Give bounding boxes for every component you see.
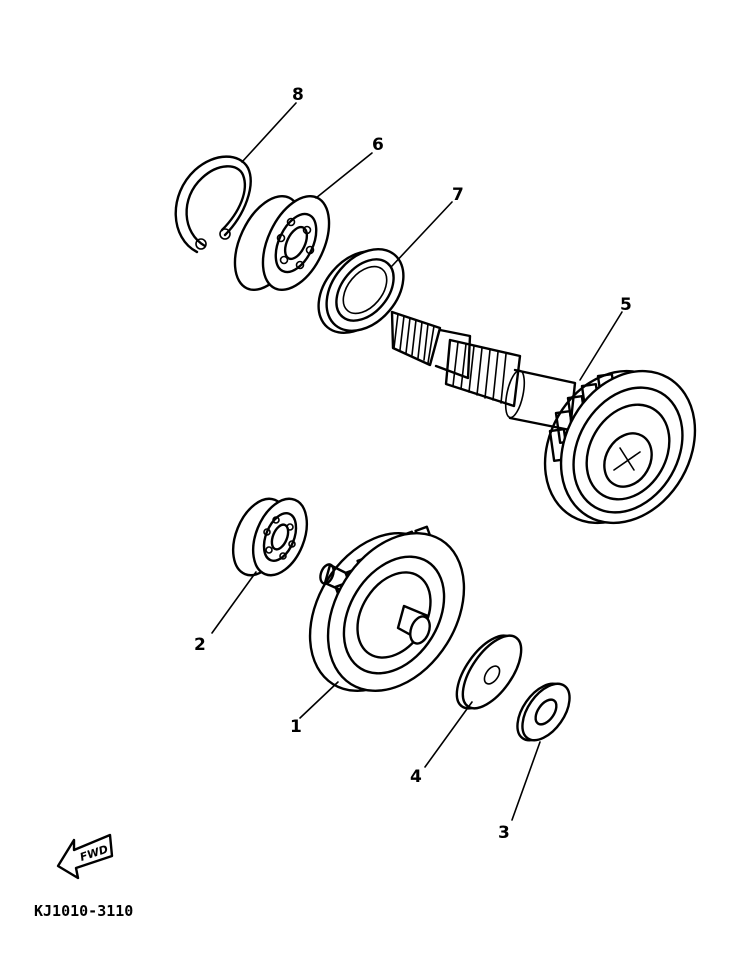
callout-2: 2: [194, 635, 206, 655]
callout-1: 1: [290, 717, 302, 737]
callout-5: 5: [620, 295, 632, 315]
diagram-code: KJ1010-3110: [34, 902, 133, 920]
part-6-bearing: [233, 194, 331, 292]
part-7-oil-seal: [317, 247, 405, 335]
part-2-bearing: [231, 497, 309, 577]
part-8-circlip: [174, 155, 252, 254]
callout-3: 3: [498, 823, 510, 843]
part-1-gear: [308, 525, 466, 692]
callout-7: 7: [452, 185, 464, 205]
callout-8: 8: [292, 85, 304, 105]
callout-4: 4: [410, 767, 422, 787]
part-5-shaft-gear: [390, 310, 697, 525]
fwd-arrow-icon: FWD: [56, 833, 114, 880]
part-3-washer: [516, 682, 571, 742]
callout-6: 6: [372, 135, 384, 155]
leader-lines: [211, 102, 623, 821]
part-4-washer: [455, 634, 523, 710]
